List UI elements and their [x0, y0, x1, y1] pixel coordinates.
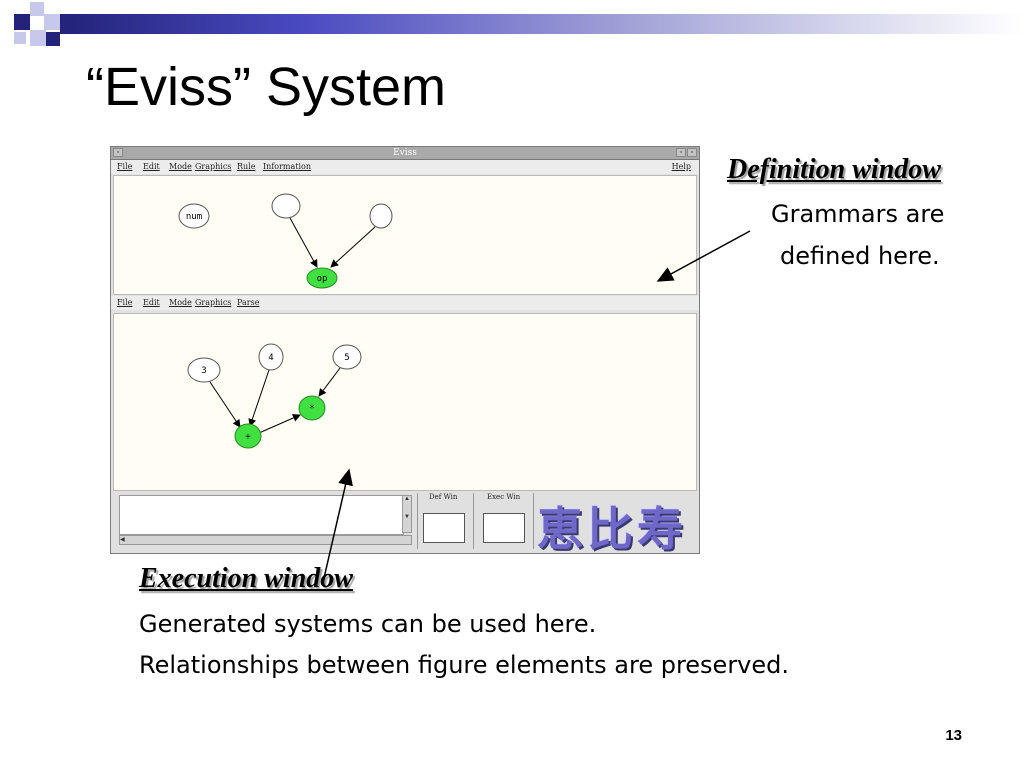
- slide-title: “Eviss” System: [86, 57, 447, 117]
- def-menu-help[interactable]: Help: [671, 162, 691, 171]
- definition-window-text-2: defined here.: [780, 242, 940, 270]
- execution-menubar: File Edit Mode Graphics Parse: [111, 296, 699, 310]
- exec-menu-file[interactable]: File: [117, 298, 133, 307]
- node-4-label: 4: [268, 353, 273, 363]
- window-menu-button[interactable]: ▫: [113, 148, 123, 157]
- node-times[interactable]: [298, 395, 326, 421]
- decor-square: [46, 32, 60, 46]
- vertical-scrollbar[interactable]: ▲▼: [402, 495, 412, 533]
- definition-window-text-1: Grammars are: [771, 200, 945, 228]
- node-times-label: *: [309, 404, 314, 414]
- def-menu-rule[interactable]: Rule: [237, 162, 256, 171]
- def-menu-file[interactable]: File: [117, 162, 133, 171]
- node-plus[interactable]: [234, 423, 262, 449]
- definition-pointer-arrow: [656, 230, 751, 282]
- bottom-panel: ▲▼ ◀ Def Win Exec Win 恵比寿: [111, 491, 699, 556]
- def-menu-edit[interactable]: Edit: [143, 162, 160, 171]
- header-gradient-bar: [60, 14, 1024, 34]
- execution-window-text-1: Generated systems can be used here.: [139, 610, 597, 638]
- maximize-button[interactable]: ▫: [687, 148, 697, 157]
- exec-menu-graphics[interactable]: Graphics: [195, 298, 232, 307]
- execution-canvas[interactable]: 3 4 5 * +: [113, 313, 697, 491]
- exec-menu-mode[interactable]: Mode: [169, 298, 192, 307]
- execution-window-text-2: Relationships between figure elements ar…: [139, 651, 790, 679]
- panel-divider: [473, 493, 474, 549]
- node-op-label: op: [317, 274, 328, 284]
- execution-graph: 3 4 5 * +: [187, 343, 362, 449]
- node-plus-label: +: [245, 432, 251, 442]
- edge: [318, 367, 341, 397]
- panel-divider: [533, 493, 534, 549]
- def-win-thumbnail[interactable]: [423, 513, 465, 543]
- node-op[interactable]: [306, 267, 338, 289]
- definition-menubar: File Edit Mode Graphics Rule Information…: [111, 160, 699, 174]
- exec-menu-edit[interactable]: Edit: [143, 298, 160, 307]
- edge: [248, 369, 270, 427]
- def-menu-mode[interactable]: Mode: [169, 162, 192, 171]
- decor-square: [14, 32, 26, 44]
- exec-menu-parse[interactable]: Parse: [237, 298, 260, 307]
- node-3[interactable]: [187, 357, 221, 383]
- exec-win-thumbnail[interactable]: [483, 513, 525, 543]
- minimize-button[interactable]: ▫: [676, 148, 686, 157]
- node-5[interactable]: [332, 344, 362, 370]
- window-titlebar[interactable]: ▫ Eviss ▫ ▫: [111, 147, 699, 160]
- execution-pointer-arrow: [323, 468, 353, 579]
- def-menu-graphics[interactable]: Graphics: [195, 162, 232, 171]
- node-5-label: 5: [344, 353, 349, 363]
- node-3-label: 3: [201, 366, 206, 376]
- def-menu-information[interactable]: Information: [263, 162, 312, 171]
- definition-canvas[interactable]: num op: [113, 175, 697, 295]
- def-win-label: Def Win: [429, 493, 458, 501]
- decor-square: [30, 30, 46, 46]
- exec-win-label: Exec Win: [487, 493, 521, 501]
- node-empty-left[interactable]: [271, 193, 301, 219]
- edge: [330, 226, 376, 268]
- edge: [209, 381, 241, 428]
- decor-square: [44, 14, 60, 30]
- decor-square: [30, 2, 44, 16]
- node-num[interactable]: [178, 203, 210, 229]
- definition-window-heading: Definition window: [727, 154, 941, 185]
- definition-graph: num op: [178, 193, 393, 289]
- page-number: 13: [945, 727, 962, 744]
- horizontal-scrollbar[interactable]: ◀: [119, 535, 412, 545]
- node-4[interactable]: [258, 343, 284, 371]
- decor-square: [14, 14, 30, 30]
- ebisu-logo: 恵比寿: [537, 502, 687, 556]
- node-num-label: num: [186, 212, 202, 222]
- window-title: Eviss: [393, 148, 417, 158]
- node-empty-right[interactable]: [369, 203, 393, 229]
- panel-divider: [417, 493, 418, 549]
- edge: [258, 414, 301, 434]
- eviss-app-window: ▫ Eviss ▫ ▫ File Edit Mode Graphics Rule…: [110, 146, 700, 556]
- execution-window-heading: Execution window: [139, 563, 353, 594]
- edge: [289, 217, 318, 268]
- message-textarea[interactable]: [119, 495, 404, 535]
